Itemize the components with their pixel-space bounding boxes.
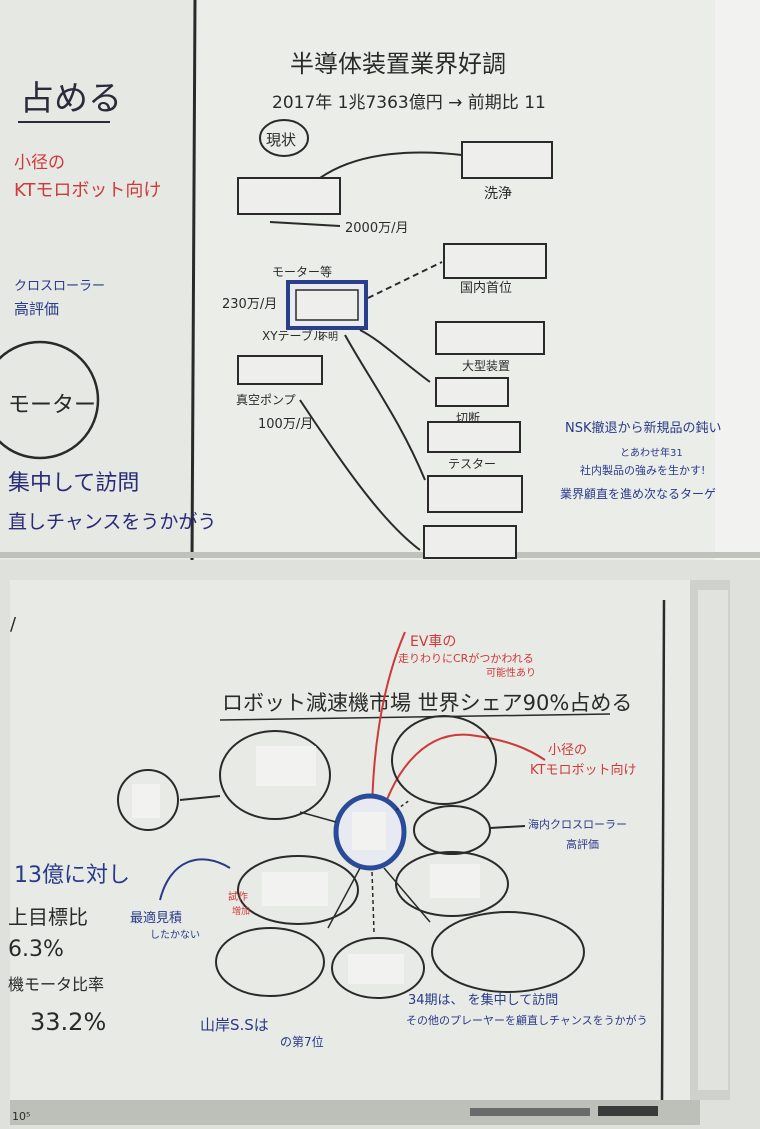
box-tester: [428, 422, 520, 452]
tester-label: テスター: [448, 457, 496, 471]
yamazaki-text-1: 山岸S.Sは: [200, 1016, 269, 1034]
motor-label: モーター等: [272, 265, 332, 279]
box-1: [238, 178, 340, 214]
ev-text-2: 走りわりにCRがつかわれる: [398, 651, 534, 665]
left-blue-text-1: クロスローラー: [14, 279, 105, 294]
box-large: [436, 322, 544, 354]
left-target-text: 上目標比: [8, 905, 88, 929]
amount-100: 100万/月: [258, 417, 313, 432]
ev-text-1: EV車の: [410, 633, 456, 650]
top-subtitle: 2017年 1兆7363億円 → 前期比 11: [272, 93, 546, 113]
bottom-title: ロボット減速機市場 世界シェア90%占める: [222, 691, 632, 715]
red-small-text-2: 増加: [232, 905, 250, 917]
box-cut: [436, 378, 508, 406]
box-vacuum: [238, 356, 322, 384]
left-13-text: 13億に対し: [14, 863, 130, 888]
blue-bottom-text-1: 最適見積: [130, 910, 182, 926]
domestic-top-label: 国内首位: [460, 280, 512, 296]
left-partial-title: 占める: [20, 79, 122, 119]
box-blank-1: [428, 476, 522, 512]
nsk-line-1: NSK撤退から新規品の鈍い: [565, 420, 722, 436]
genjo-label: 現状: [266, 131, 296, 149]
top-whiteboard-photo: 占める 小径の KTモロボット向け クロスローラー 高評価 モーター 集中して訪…: [0, 0, 760, 565]
box-blank-2: [424, 526, 516, 558]
nsk-line-2: とあわせ年31: [620, 446, 683, 459]
bottom-right-text-2: その他のプレーヤーを顧直しチャンスをうかがう: [406, 1013, 648, 1027]
motor-partial-text: モーター: [8, 393, 96, 418]
bottom-whiteboard-photo: ロボット減速機市場 世界シェア90%占める EV車の 走りわりにCRがつかわれる…: [0, 560, 760, 1129]
left-bottom-text-2: 直しチャンスをうかがう: [8, 511, 216, 533]
svg-text:/: /: [10, 614, 17, 635]
bottom-right-text-1: 34期は、 を集中して訪問: [408, 992, 558, 1008]
ev-text-3: 可能性あり: [486, 666, 536, 679]
blue-right-text-1: 海内クロスローラー: [528, 817, 627, 831]
xy-table-label-2: 不明: [318, 331, 338, 343]
left-63-text: 6.3%: [8, 937, 64, 962]
bottom-whiteboard-drawing: ロボット減速機市場 世界シェア90%占める EV車の 走りわりにCRがつかわれる…: [0, 560, 760, 1129]
box-wash: [462, 142, 552, 178]
corner-mark: 10⁵: [12, 1110, 30, 1123]
box-domestic: [444, 244, 546, 278]
blue-bottom-text-2: したかない: [150, 929, 200, 941]
left-332-text: 33.2%: [30, 1008, 106, 1036]
red-small-text-1: 試作: [228, 890, 248, 903]
left-blue-text-2: 高評価: [14, 300, 59, 318]
amount-2000: 2000万/月: [345, 221, 408, 236]
blue-right-text-2: 高評価: [566, 837, 599, 851]
red-right-text-1: 小径の: [548, 743, 587, 758]
left-red-text-1: 小径の: [14, 153, 65, 173]
vacuum-pump-label: 真空ポンプ: [236, 393, 296, 407]
left-red-text-2: KTモロボット向け: [14, 180, 161, 201]
yamazaki-text-2: の第7位: [280, 1034, 324, 1049]
nsk-line-4: 業界顧直を進め次なるターゲ: [560, 486, 716, 501]
amount-230: 230万/月: [222, 297, 277, 312]
top-title: 半導体装置業界好調: [290, 50, 506, 78]
left-bottom-text-1: 集中して訪問: [8, 471, 139, 496]
xy-table-label: XYテーブル: [262, 328, 325, 343]
top-whiteboard-drawing: 占める 小径の KTモロボット向け クロスローラー 高評価 モーター 集中して訪…: [0, 0, 760, 565]
left-motor-text: 機モータ比率: [8, 975, 104, 994]
wash-label: 洗浄: [484, 186, 512, 202]
nsk-line-3: 社内製品の強みを生かす!: [580, 463, 705, 477]
red-right-text-2: KTモロボット向け: [530, 762, 636, 778]
large-label: 大型装置: [462, 359, 510, 373]
